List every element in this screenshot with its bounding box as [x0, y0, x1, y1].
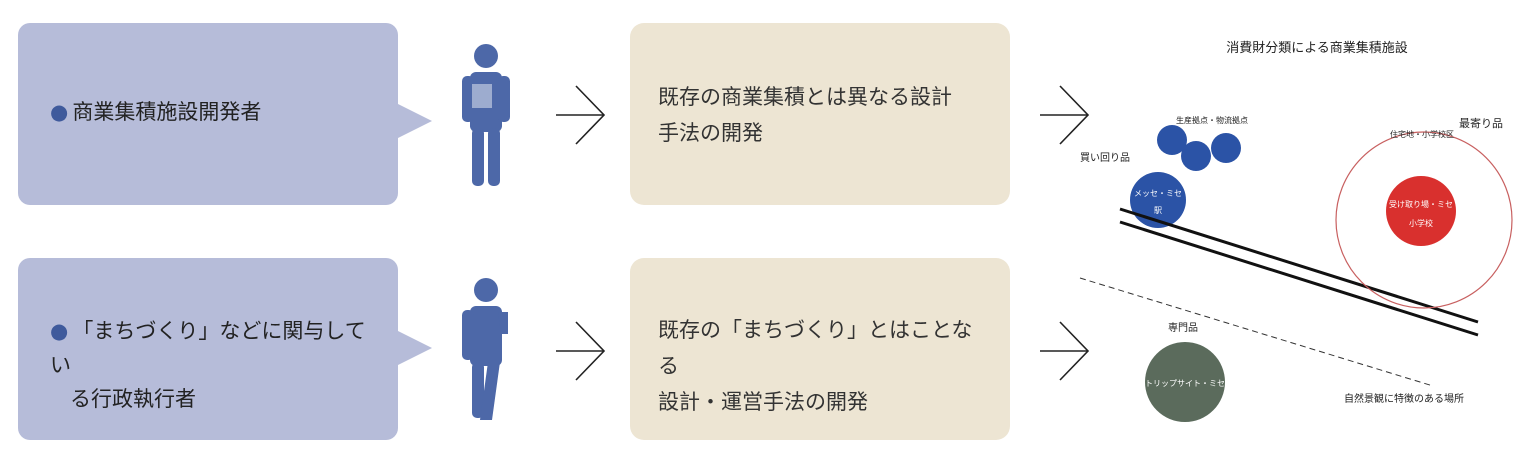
goal-line: 既存の「まちづくり」とはことなる: [658, 318, 973, 378]
label-scenic-place: 自然景観に特徴のある場所: [1344, 392, 1464, 405]
label-residential: 住宅地・小学校区: [1390, 129, 1454, 139]
arrow-right-icon: [556, 321, 606, 381]
actor-bubble-administrator: ●「まちづくり」などに関与してい る行政執行者: [18, 258, 432, 440]
arrow-right-icon: [1040, 85, 1090, 145]
label-production-logistics: 生産拠点・物流拠点: [1176, 115, 1248, 125]
pickup-shop-circle: [1386, 176, 1456, 246]
label-messe: メッセ・ミセ: [1134, 189, 1182, 198]
label-pickup: 受け取り場・ミセ: [1389, 199, 1453, 209]
dashed-divider: [1079, 277, 1434, 387]
actor-bubble-developer: ●商業集積施設開発者: [18, 23, 432, 205]
bullet-dot-icon: ●: [50, 319, 69, 343]
bubble-tail: [396, 330, 432, 366]
goal-line: 設計・運営手法の開発: [658, 390, 868, 414]
goal-line: 手法の開発: [658, 121, 763, 145]
goal-box-1: 既存の商業集積とは異なる設計 手法の開発: [630, 23, 1010, 205]
actor-text: ●「まちづくり」などに関与してい る行政執行者: [50, 314, 378, 416]
person-holding-document-icon: [462, 44, 510, 186]
goal-line: 既存の商業集積とは異なる設計: [658, 85, 952, 109]
production-hub-circle: [1157, 125, 1187, 155]
divider-line: [1119, 220, 1479, 337]
production-hub-circle: [1181, 141, 1211, 171]
label-specialty-goods: 専門品: [1168, 322, 1198, 334]
messe-station-circle: [1130, 172, 1186, 228]
goal-text: 既存の「まちづくり」とはことなる 設計・運営手法の開発: [658, 312, 992, 420]
arrow-right-icon: [556, 85, 606, 145]
bullet-dot-icon: ●: [50, 100, 69, 124]
goal-box-2: 既存の「まちづくり」とはことなる 設計・運営手法の開発: [630, 258, 1010, 440]
production-hub-circle: [1211, 133, 1241, 163]
label-convenience-goods: 最寄り品: [1459, 116, 1503, 130]
person-thinking-icon: [462, 278, 508, 420]
label-shopping-goods: 買い回り品: [1080, 152, 1130, 164]
trip-site-circle: [1145, 342, 1225, 422]
actor-label: 「まちづくり」などに関与してい: [50, 319, 366, 377]
label-trip-site: トリップサイト・ミセ: [1145, 379, 1225, 388]
arrow-right-icon: [1040, 321, 1090, 381]
bubble-tail: [396, 103, 432, 139]
label-station: 駅: [1154, 206, 1162, 215]
diagram-title: 消費財分類による商業集積施設: [1226, 40, 1408, 56]
residential-area-outline: [1335, 131, 1513, 309]
divider-line: [1119, 207, 1479, 324]
label-elementary: 小学校: [1409, 218, 1433, 228]
actor-label: る行政執行者: [70, 387, 196, 411]
consumer-goods-diagram: 消費財分類による商業集積施設 生産拠点・物流拠点 買い回り品 メッセ・ミセ 駅 …: [1079, 40, 1513, 422]
actor-label: 商業集積施設開発者: [72, 100, 262, 124]
actor-text: ●商業集積施設開発者: [50, 95, 378, 129]
goal-text: 既存の商業集積とは異なる設計 手法の開発: [658, 79, 992, 151]
